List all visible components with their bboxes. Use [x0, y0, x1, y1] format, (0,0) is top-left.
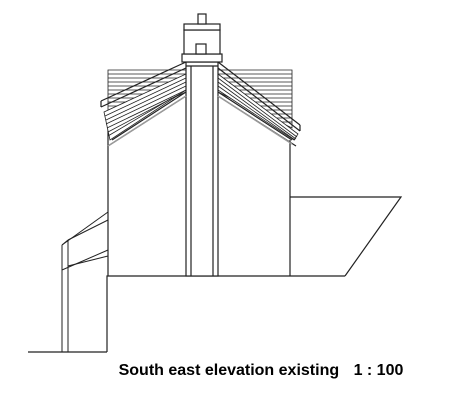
plinth-wall [106, 275, 345, 352]
chimney-stack [181, 13, 223, 277]
drawing-caption: South east elevation existing 1 : 100 [0, 362, 470, 380]
main-wall [107, 128, 291, 276]
right-extension [289, 196, 403, 277]
caption-title: South east elevation existing [118, 362, 340, 379]
eaves-shadow [107, 95, 293, 147]
side-railing [61, 211, 109, 352]
caption-scale: 1 : 100 [353, 362, 404, 379]
